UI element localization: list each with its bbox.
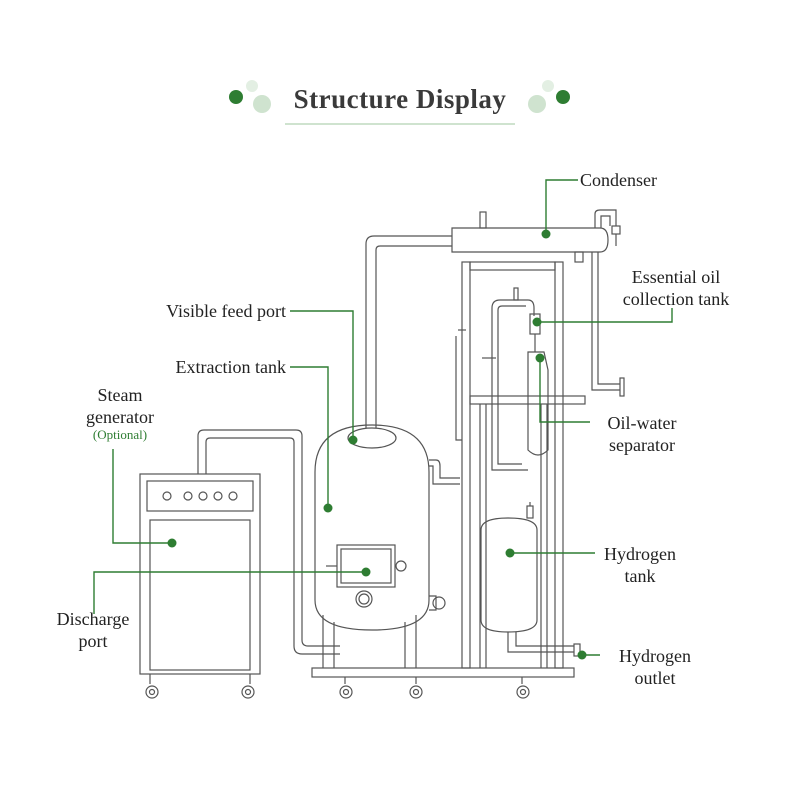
steam-pipe [197,429,340,655]
label-steam-optional: (Optional) [92,427,148,442]
oil-water-separator [455,287,549,471]
label-hydrogen-outlet-line1: Hydrogen [619,646,691,666]
label-steam-line2: generator [86,407,154,427]
label-condenser: Condenser [580,170,657,190]
label-discharge-port: Discharge port [40,608,146,652]
label-hydrogen-outlet-line2: outlet [634,668,676,688]
side-pipe [429,459,460,479]
leader-lines [93,179,673,656]
label-discharge-line2: port [78,631,108,651]
label-oil-water-line1: Oil-water [607,413,677,433]
label-essential-oil-line1: Essential oil [631,267,721,287]
support-frame [461,261,586,699]
label-hydrogen-tank-line2: tank [624,566,656,586]
base-frame [311,667,575,678]
label-discharge-line1: Discharge [56,609,130,629]
label-hydrogen-tank-line1: Hydrogen [604,544,676,564]
vapor-pipe [365,235,452,428]
label-hydrogen-tank: Hydrogen tank [590,543,690,587]
steam-generator-cabinet [139,473,261,699]
label-oil-water-separator: Oil-water separator [592,412,692,456]
label-steam-generator: Steam generator [60,384,180,428]
label-visible-feed-port: Visible feed port [166,301,286,321]
condenser [451,209,625,397]
leader-dots [167,229,587,660]
label-oil-water-line2: separator [609,435,675,455]
label-steam-line1: Steam [97,385,143,405]
label-hydrogen-outlet: Hydrogen outlet [600,645,710,689]
extraction-tank [314,424,446,699]
page-title: Structure Display [293,84,507,114]
hydrogen-tank [480,502,581,657]
label-essential-oil-collection-tank: Essential oil collection tank [606,266,746,310]
label-extraction-tank: Extraction tank [175,357,286,377]
label-essential-oil-line2: collection tank [622,289,730,309]
title-decoration [229,80,570,125]
